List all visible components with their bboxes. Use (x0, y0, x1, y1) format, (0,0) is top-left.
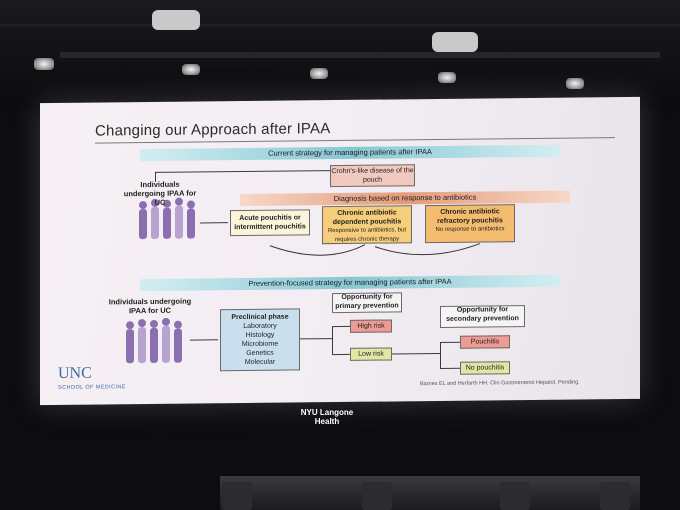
preclinical-item: Molecular (244, 358, 276, 366)
branch-line (440, 367, 460, 369)
stage-light (310, 68, 328, 79)
diagnosis-band: Diagnosis based on response to antibioti… (240, 190, 570, 207)
stage-light (438, 72, 456, 83)
branch-line (332, 353, 350, 356)
ceiling-fixture-left (152, 10, 200, 30)
high-risk-box: High risk (350, 319, 392, 333)
branch-line (332, 325, 350, 328)
ceiling-fixture-right (432, 32, 478, 52)
primary-prevention-box: Opportunity for primary prevention (332, 292, 402, 314)
ceiling-truss-upper (0, 24, 680, 27)
pouchitis-box: Pouchitis (460, 335, 510, 349)
arrow-to-acute (200, 222, 228, 224)
preclinical-phase-box: Preclinical phase Laboratory Histology M… (220, 308, 300, 372)
progression-arrows (269, 243, 481, 256)
audience-chair (362, 482, 392, 510)
low-risk-box: Low risk (350, 347, 392, 361)
ceiling-truss (60, 52, 660, 58)
nyu-logo-line1: NYU Langone (300, 408, 354, 417)
branch-line (300, 338, 332, 340)
current-strategy-band: Current strategy for managing patients a… (140, 144, 560, 162)
individuals-label-current: Individuals undergoing IPAA for UC (123, 179, 197, 207)
stage-light (34, 58, 54, 70)
secondary-prevention-box: Opportunity for secondary prevention (440, 305, 525, 328)
citation: Barnes EL and Herfarth HH. Clin Gastroen… (420, 379, 580, 388)
branch-line (392, 352, 440, 355)
patients-group-icon (139, 197, 195, 240)
nyu-logo-line2: Health (314, 417, 340, 426)
audience-chair (222, 482, 252, 510)
branch-line (332, 326, 333, 355)
unc-logo: UNC (58, 364, 92, 382)
crohns-like-disease-box: Crohn's-like disease of the pouch (330, 164, 415, 188)
acute-pouchitis-box: Acute pouchitis or intermittent pouchiti… (230, 209, 310, 237)
audience-chair (500, 482, 530, 510)
branch-line (440, 341, 460, 343)
no-pouchitis-box: No pouchitis (460, 361, 510, 375)
preclinical-title: Preclinical phase (231, 313, 289, 322)
unc-logo-subtitle: SCHOOL OF MEDICINE (58, 384, 126, 391)
audience-chair (600, 482, 630, 510)
stage-table (220, 476, 640, 510)
chronic-dependent-title: Chronic antibiotic dependent pouchitis (332, 209, 402, 226)
connector-line (155, 171, 156, 182)
slide-title: Changing our Approach after IPAA (95, 120, 331, 140)
projection-screen: Changing our Approach after IPAA Current… (40, 96, 640, 406)
branch-line (440, 341, 441, 369)
arrow-to-preclinical (190, 339, 218, 341)
connector-line (155, 170, 330, 173)
prevention-strategy-band: Prevention-focused strategy for managing… (140, 274, 560, 292)
stage-light (566, 78, 584, 89)
stage-light (182, 64, 200, 75)
patients-group-icon (126, 317, 182, 364)
individuals-label-prevention: Individuals undergoing IPAA for UC (108, 296, 192, 316)
nyu-langone-logo: NYU Langone Health (292, 408, 362, 426)
chronic-refractory-title: Chronic antibiotic refractory pouchitis (437, 208, 503, 225)
